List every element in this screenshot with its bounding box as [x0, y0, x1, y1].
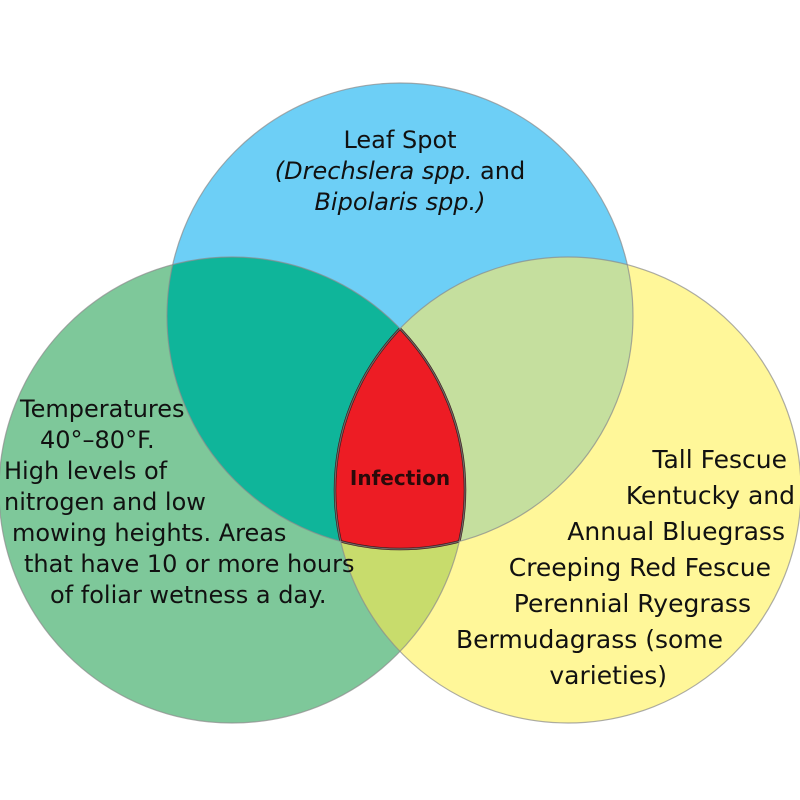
host-line: Bermudagrass (some — [455, 625, 723, 654]
environment-line: nitrogen and low — [4, 488, 206, 516]
outline-pathogen — [166, 82, 634, 550]
environment-label: Temperatures 40°–80°F. High levels of ni… — [2, 394, 355, 611]
host-line: Creeping Red Fescue — [508, 553, 771, 582]
infection-label: Infection — [349, 466, 451, 490]
host-line: Kentucky and — [625, 481, 795, 510]
environment-line: Temperatures — [20, 395, 185, 423]
environment-line: that have 10 or more hours — [24, 550, 355, 578]
outline-host — [334, 256, 800, 724]
environment-line: High levels of — [4, 457, 168, 485]
environment-line: of foliar wetness a day. — [50, 581, 327, 609]
environment-line: 40°–80°F. — [40, 426, 155, 454]
outline-environment — [0, 256, 466, 724]
pathogen-genus-1: (Drechslera spp. — [274, 157, 473, 185]
pathogen-genus-2: Bipolaris spp.) — [314, 188, 486, 216]
pathogen-line-1: (Drechslera spp. and — [200, 156, 600, 187]
host-label: Tall Fescue Kentucky and Annual Bluegras… — [420, 442, 795, 694]
pathogen-and: and — [472, 157, 526, 185]
host-line: Perennial Ryegrass — [513, 589, 751, 618]
pathogen-label: Leaf Spot (Drechslera spp. and Bipolaris… — [200, 125, 600, 218]
environment-line: mowing heights. Areas — [12, 519, 287, 547]
host-line: Annual Bluegrass — [567, 517, 785, 546]
host-line: Tall Fescue — [652, 445, 787, 474]
pathogen-title: Leaf Spot — [343, 126, 457, 154]
host-line: varieties) — [549, 661, 667, 690]
